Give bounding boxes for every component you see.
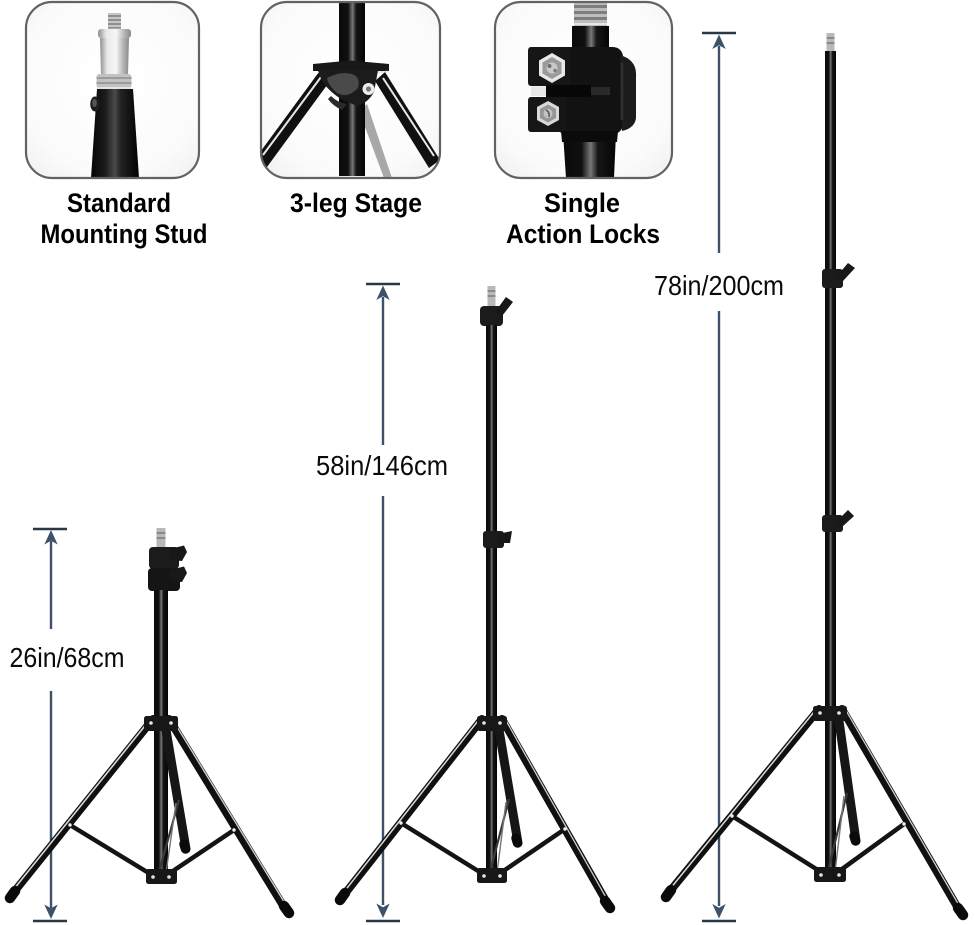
svg-text:Standard: Standard [67, 188, 171, 218]
svg-text:Action Locks: Action Locks [506, 219, 660, 249]
svg-text:78in/200cm: 78in/200cm [654, 270, 784, 301]
svg-text:Mounting Stud: Mounting Stud [41, 219, 208, 249]
svg-text:26in/68cm: 26in/68cm [10, 642, 125, 673]
svg-text:3-leg Stage: 3-leg Stage [290, 188, 422, 218]
svg-text:58in/146cm: 58in/146cm [316, 450, 448, 481]
svg-text:Single: Single [544, 188, 620, 218]
